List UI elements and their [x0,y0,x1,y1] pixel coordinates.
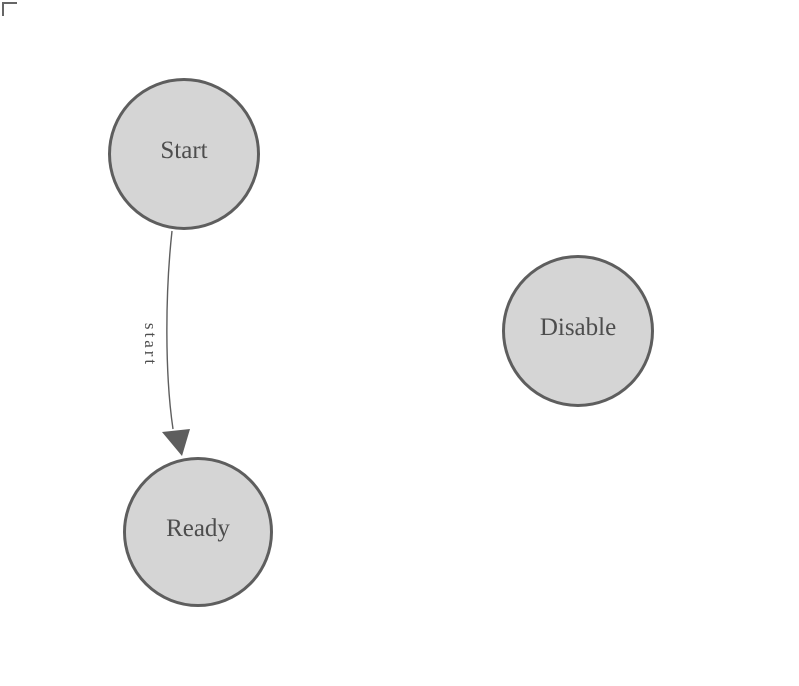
state-node-ready[interactable]: Ready [123,457,273,607]
state-label: Disable [539,314,617,341]
canvas-origin-corner-icon [2,2,17,16]
state-label: Start [160,137,208,164]
transition-label[interactable]: start [141,322,160,368]
state-node-start[interactable]: Start [108,78,260,230]
state-node-disable[interactable]: Disable [502,255,654,407]
state-label: Ready [166,515,230,542]
arrowhead-icon [162,429,190,456]
transition-start-to-ready[interactable] [166,230,174,430]
